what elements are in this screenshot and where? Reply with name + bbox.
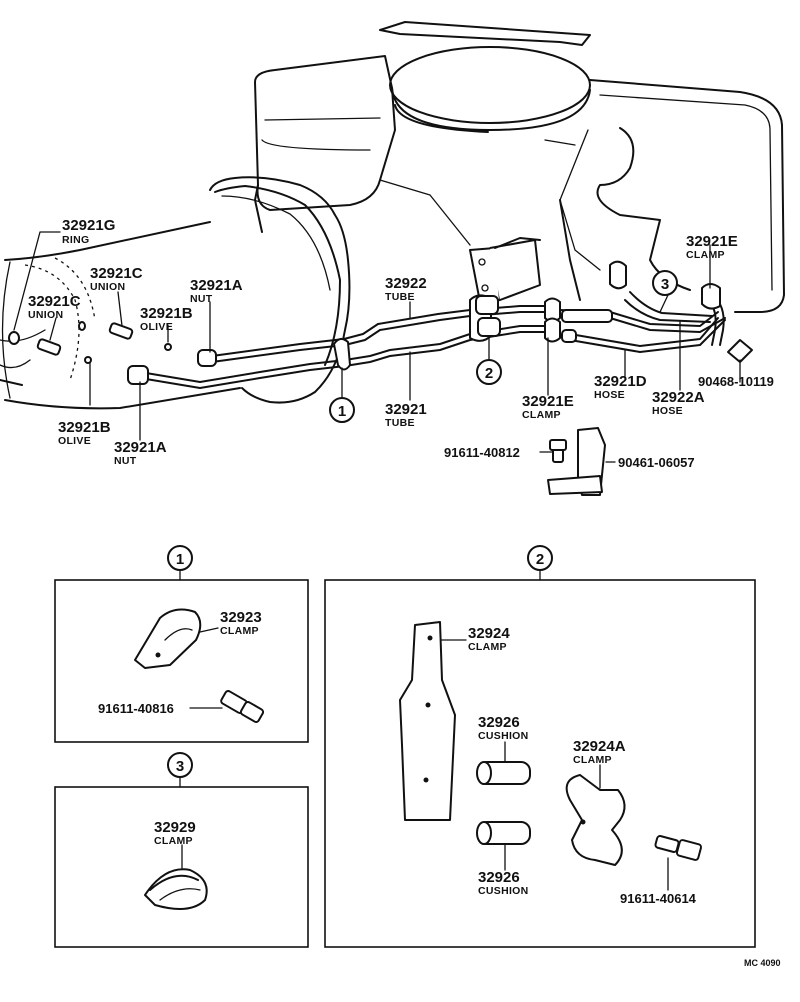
svg-text:1: 1 [338, 403, 346, 420]
svg-text:32929: 32929 [154, 819, 196, 836]
svg-text:32921A: 32921A [190, 277, 243, 294]
label-32921A-upper: 32921A NUT [190, 277, 243, 305]
svg-text:32921E: 32921E [522, 393, 574, 410]
svg-text:32921: 32921 [385, 401, 427, 418]
label-32921C-upper: 32921C UNION [90, 265, 143, 293]
label-32926-lower: 32926 CUSHION [478, 869, 529, 897]
svg-text:32921C: 32921C [28, 293, 81, 310]
svg-text:HOSE: HOSE [594, 389, 625, 401]
svg-text:HOSE: HOSE [652, 405, 683, 417]
svg-text:TUBE: TUBE [385, 417, 415, 429]
svg-text:NUT: NUT [114, 455, 137, 467]
svg-text:3: 3 [661, 276, 669, 293]
svg-text:32921C: 32921C [90, 265, 143, 282]
label-32922-tube: 32922 TUBE [385, 275, 427, 303]
svg-text:32924: 32924 [468, 625, 510, 642]
svg-text:91611-40816: 91611-40816 [98, 701, 174, 716]
svg-text:NUT: NUT [190, 293, 213, 305]
leader-lines [13, 231, 741, 463]
label-32921E-upper: 32921E CLAMP [686, 233, 738, 261]
svg-text:91611-40614: 91611-40614 [620, 891, 697, 906]
svg-text:32926: 32926 [478, 714, 520, 731]
label-90461-06057: 90461-06057 [618, 455, 695, 470]
label-32922A-hose: 32922A HOSE [652, 389, 705, 417]
nut-upper [197, 349, 217, 367]
label-91611-40614: 91611-40614 [620, 891, 697, 906]
clamp-32923-drawing [134, 608, 202, 669]
svg-text:32924A: 32924A [573, 738, 626, 755]
clamp-32924-drawing [399, 621, 456, 821]
svg-text:32921G: 32921G [62, 217, 115, 234]
callout-1-main: 1 [329, 397, 355, 423]
svg-text:32921D: 32921D [594, 373, 647, 390]
svg-text:CLAMP: CLAMP [573, 754, 612, 766]
label-32921E-lower: 32921E CLAMP [522, 393, 574, 421]
callout-2-main: 2 [476, 359, 502, 385]
svg-text:TUBE: TUBE [385, 291, 415, 303]
svg-text:OLIVE: OLIVE [140, 321, 173, 333]
svg-text:32921B: 32921B [58, 419, 111, 436]
svg-text:UNION: UNION [90, 281, 125, 293]
svg-text:2: 2 [485, 365, 493, 382]
label-32921A-lower: 32921A NUT [114, 439, 167, 467]
svg-text:1: 1 [176, 551, 184, 568]
tube-assembly [8, 237, 753, 496]
label-32921G: 32921G RING [62, 217, 115, 246]
label-32929: 32929 CLAMP [154, 819, 196, 847]
detail-box-3 [54, 786, 309, 948]
label-90468-10119: 90468-10119 [698, 374, 774, 389]
bolt-91611-40614-drawing [654, 835, 703, 861]
svg-text:UNION: UNION [28, 309, 63, 321]
clamp-32924A-drawing [565, 774, 626, 866]
callout-3-main: 3 [652, 270, 678, 296]
svg-text:32921A: 32921A [114, 439, 167, 456]
clamp-32929-drawing [144, 868, 208, 910]
svg-text:32922: 32922 [385, 275, 427, 292]
svg-text:CUSHION: CUSHION [478, 885, 529, 897]
svg-text:90468-10119: 90468-10119 [698, 374, 774, 389]
svg-text:RING: RING [62, 234, 89, 246]
diagram-code: MC 4090 [744, 958, 781, 968]
label-32923: 32923 CLAMP [220, 609, 262, 637]
svg-text:3: 3 [176, 758, 184, 775]
svg-text:32922A: 32922A [652, 389, 705, 406]
label-32926-upper: 32926 CUSHION [478, 714, 529, 742]
label-32924: 32924 CLAMP [468, 625, 510, 653]
transmission [0, 176, 351, 410]
svg-text:32923: 32923 [220, 609, 262, 626]
label-32921C-lower: 32921C UNION [28, 293, 81, 321]
svg-text:32921E: 32921E [686, 233, 738, 250]
svg-text:CLAMP: CLAMP [686, 249, 725, 261]
svg-text:OLIVE: OLIVE [58, 435, 91, 447]
label-91611-40816: 91611-40816 [98, 701, 174, 716]
label-32921-tube: 32921 TUBE [385, 401, 427, 429]
label-32921B-lower: 32921B OLIVE [58, 419, 111, 447]
svg-text:CLAMP: CLAMP [468, 641, 507, 653]
callout-2-box: 2 [527, 545, 553, 571]
svg-text:91611-40812: 91611-40812 [444, 445, 520, 460]
cushion-32926-upper-drawing [476, 761, 531, 785]
svg-text:CLAMP: CLAMP [522, 409, 561, 421]
svg-text:32921B: 32921B [140, 305, 193, 322]
nut-lower [127, 365, 149, 385]
svg-text:CLAMP: CLAMP [220, 625, 259, 637]
cushion-32926-lower-drawing [476, 821, 531, 845]
svg-text:90461-06057: 90461-06057 [618, 455, 695, 470]
callout-1-box: 1 [167, 545, 193, 571]
label-91611-40812: 91611-40812 [444, 445, 520, 460]
detail-box-1 [54, 579, 309, 743]
bolt-91611-40816-drawing [220, 690, 265, 723]
svg-text:CLAMP: CLAMP [154, 835, 193, 847]
label-32924A: 32924A CLAMP [573, 738, 626, 766]
svg-text:CUSHION: CUSHION [478, 730, 529, 742]
svg-text:2: 2 [536, 551, 544, 568]
label-32921B-upper: 32921B OLIVE [140, 305, 193, 333]
svg-text:32926: 32926 [478, 869, 520, 886]
callout-3-box: 3 [167, 752, 193, 778]
label-32921D-hose: 32921D HOSE [594, 373, 647, 401]
